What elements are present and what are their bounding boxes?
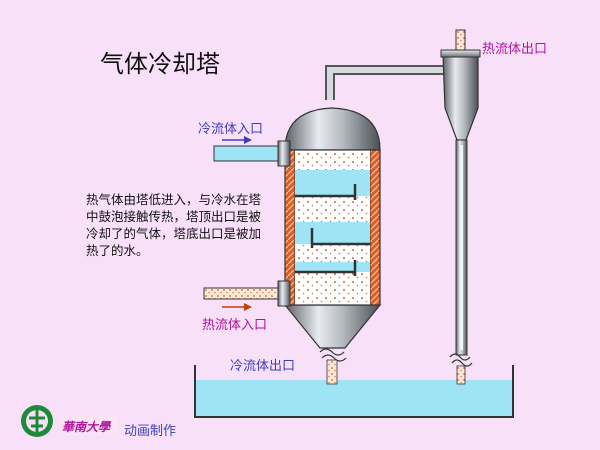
cold-outlet-label: 冷流体出口 [230,359,296,374]
university-logo [21,405,118,437]
hot-inlet-label: 热流体入口 [202,318,268,333]
gas-duct [325,65,445,100]
hot-inlet-pipe [203,280,291,311]
logo-text: 華南大學 [62,420,111,434]
process-description: 热气体由塔低进入，与冷水在塔中鼓泡接触传热，塔顶出口是被冷却了的气体，塔底出口是… [86,192,262,258]
tower-vessel [283,107,382,385]
cyclone-separator [440,29,481,385]
cold-inlet-pipe [213,136,291,167]
hot-outlet-label: 热流体出口 [482,42,548,57]
animation-caption: 动画制作 [124,424,177,439]
water-tank [194,365,514,418]
cold-inlet-label: 冷流体入口 [198,122,264,137]
page-title: 气体冷却塔 [100,50,220,78]
